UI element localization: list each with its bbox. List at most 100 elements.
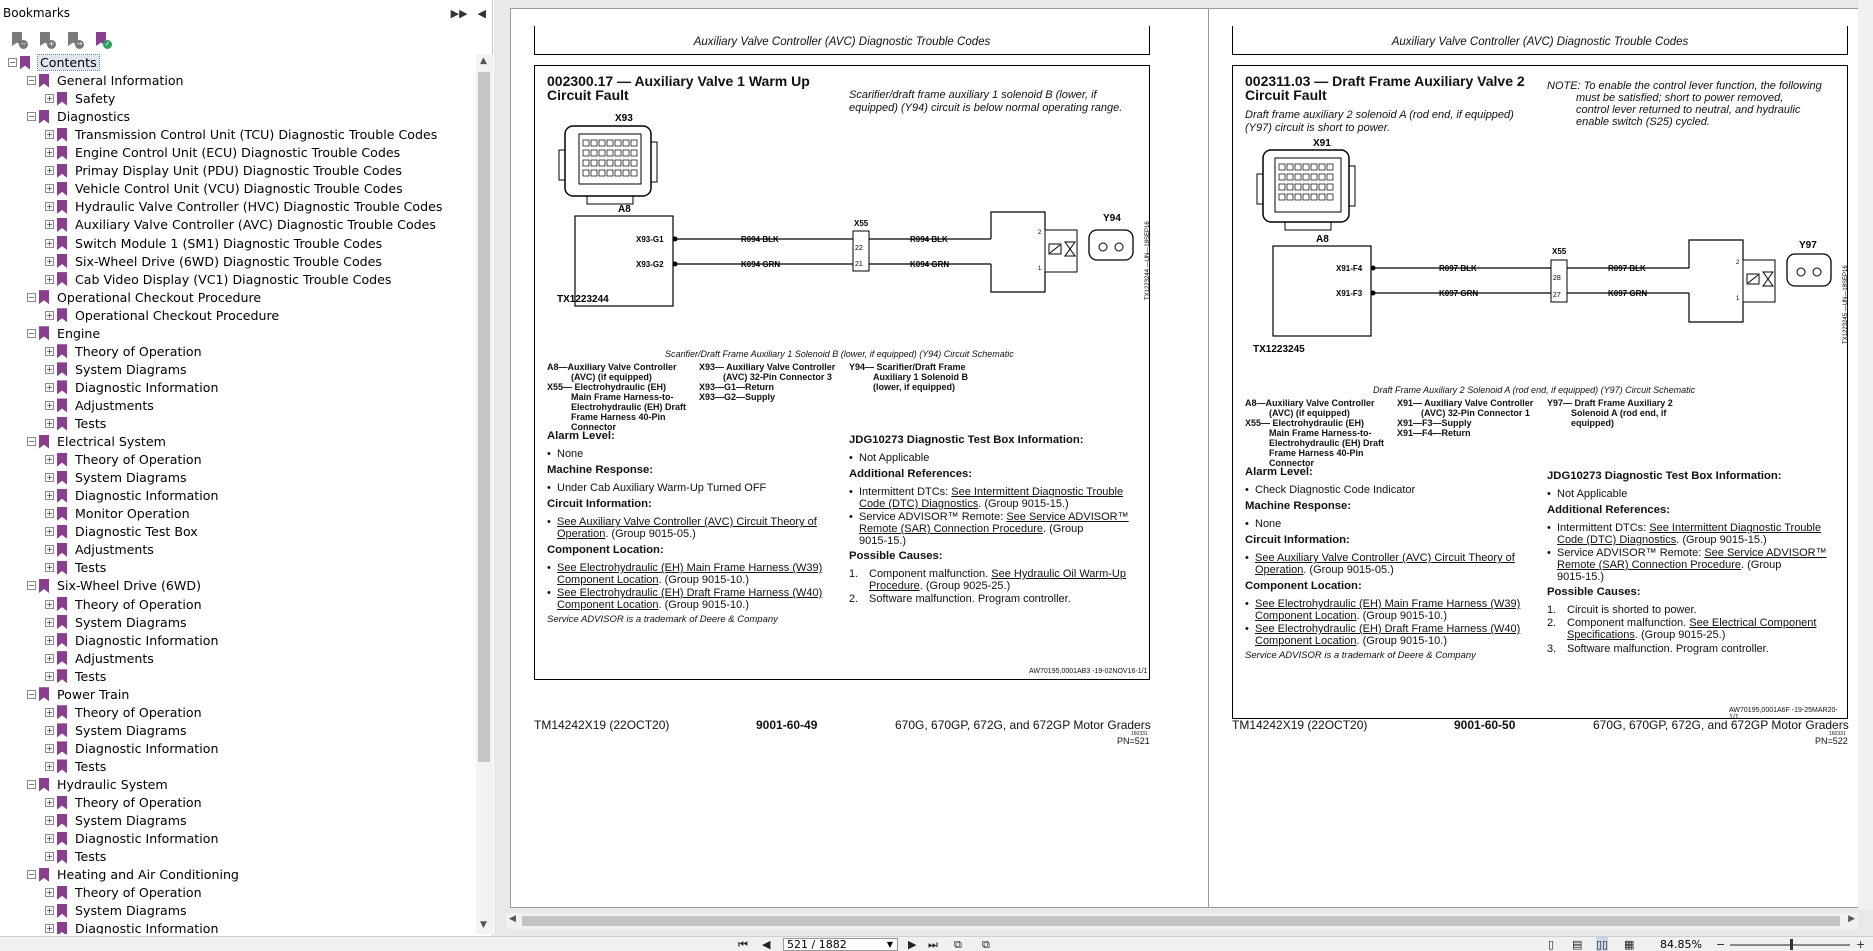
bookmark-item[interactable]: +Engine Control Unit (ECU) Diagnostic Tr… [45, 144, 400, 161]
chevron-down-icon[interactable]: ▼ [886, 940, 893, 949]
expand-icon[interactable]: + [45, 888, 54, 898]
zoom-slider-handle[interactable] [1790, 939, 1793, 950]
specifications-link-2[interactable]: Specifications [1567, 629, 1635, 641]
expand-icon[interactable]: + [45, 473, 54, 483]
bookmark-item[interactable]: +System Diagrams [45, 812, 187, 829]
bookmark-item[interactable]: +Tests [45, 415, 106, 432]
expand-icon[interactable]: + [45, 852, 54, 862]
expand-icon[interactable]: + [45, 166, 54, 176]
circuit-theory-link-2[interactable]: Operation [1255, 564, 1304, 576]
bookmark-item[interactable]: +Adjustments [45, 650, 154, 667]
expand-icon[interactable]: + [45, 761, 54, 771]
bookmark-item[interactable]: +Hydraulic Valve Controller (HVC) Diagno… [45, 198, 442, 215]
expand-icon[interactable]: + [45, 364, 54, 374]
first-page-icon[interactable]: ⏮ [738, 938, 748, 951]
forward-view-icon[interactable]: ⧉ [982, 938, 990, 951]
bookmark-item[interactable]: +Tests [45, 848, 106, 865]
bookmark-item[interactable]: −Engine [27, 325, 100, 342]
circuit-theory-link-2[interactable]: Operation [557, 528, 606, 540]
scroll-down-icon[interactable]: ▼ [480, 920, 487, 930]
main-harness-link[interactable]: See Electrohydraulic (EH) Main Frame Har… [1255, 598, 1521, 610]
expand-icon[interactable]: + [45, 94, 54, 104]
bookmark-item[interactable]: +Diagnostic Information [45, 487, 218, 504]
bookmark-item[interactable]: +Vehicle Control Unit (VCU) Diagnostic T… [45, 180, 403, 197]
expand-icon[interactable]: + [45, 563, 54, 573]
draft-harness-link-2[interactable]: Component Location [1255, 635, 1357, 647]
scrollbar-thumb[interactable] [478, 72, 490, 762]
circuit-theory-link[interactable]: See Auxiliary Valve Controller (AVC) Cir… [1255, 552, 1515, 564]
two-page-continuous-icon[interactable]: ▦ [1624, 938, 1635, 951]
bookmark-item[interactable]: +Diagnostic Information [45, 740, 218, 757]
expand-icon[interactable]: + [45, 599, 54, 609]
bookmark-item[interactable]: +Diagnostic Information [45, 379, 218, 396]
expand-icon[interactable]: + [45, 346, 54, 356]
main-harness-link-2[interactable]: Component Location [557, 574, 659, 586]
bookmark-item[interactable]: +Switch Module 1 (SM1) Diagnostic Troubl… [45, 235, 382, 252]
expand-icon[interactable]: + [45, 419, 54, 428]
warmup-procedure-link-2[interactable]: Procedure [869, 580, 920, 592]
collapse-icon[interactable]: − [27, 780, 36, 789]
intermittent-dtc-link[interactable]: See Intermittent Diagnostic Trouble [1649, 522, 1822, 534]
continuous-view-icon[interactable]: ▤ [1572, 938, 1583, 951]
bookmark-item[interactable]: +Auxiliary Valve Controller (AVC) Diagno… [45, 216, 436, 233]
bookmark-item[interactable]: +Diagnostic Test Box [45, 523, 198, 540]
bookmark-item[interactable]: +Theory of Operation [45, 596, 202, 613]
expand-icon[interactable]: + [45, 653, 54, 663]
expand-icon[interactable]: + [45, 545, 54, 555]
intermittent-dtc-link-2[interactable]: Code (DTC) Diagnostics [859, 498, 979, 510]
collapse-icon[interactable]: − [27, 581, 36, 591]
bookmark-item[interactable]: +Safety [45, 90, 115, 107]
bookmark-item[interactable]: +Theory of Operation [45, 704, 202, 721]
zoom-in-icon[interactable]: + [1856, 938, 1866, 951]
draft-harness-link-2[interactable]: Component Location [557, 599, 659, 611]
intermittent-dtc-link[interactable]: See Intermittent Diagnostic Trouble [951, 486, 1124, 498]
bookmark-item[interactable]: +Diagnostic Information [45, 920, 218, 934]
bookmark-item[interactable]: +System Diagrams [45, 722, 187, 739]
expand-icon[interactable]: + [45, 707, 54, 717]
expand-icon[interactable]: + [45, 617, 54, 627]
collapse-icon[interactable]: − [27, 292, 36, 302]
expand-icon[interactable]: + [45, 310, 54, 320]
expand-icon[interactable]: + [45, 202, 54, 212]
bookmark-item[interactable]: −Power Train [27, 686, 129, 703]
collapse-icon[interactable]: − [27, 112, 36, 122]
expand-icon[interactable]: + [45, 725, 54, 735]
bookmark-item[interactable]: +Tests [45, 559, 106, 576]
draft-harness-link[interactable]: See Electrohydraulic (EH) Draft Frame Ha… [557, 587, 823, 599]
back-view-icon[interactable]: ⧉ [954, 938, 962, 951]
expand-icon[interactable]: + [45, 238, 54, 248]
sar-link[interactable]: See Service ADVISOR™ [1704, 547, 1827, 559]
bookmark-item[interactable]: −Diagnostics [27, 108, 130, 125]
expand-icon[interactable]: + [45, 256, 54, 266]
bookmark-item[interactable]: +Theory of Operation [45, 343, 202, 360]
bookmark-item[interactable]: +System Diagrams [45, 614, 187, 631]
collapse-icon[interactable]: − [27, 76, 36, 86]
bookmark-item[interactable]: +Theory of Operation [45, 884, 202, 901]
bookmark-item[interactable]: +Diagnostic Information [45, 830, 218, 847]
collapse-icon[interactable]: − [8, 58, 17, 67]
circuit-theory-link[interactable]: See Auxiliary Valve Controller (AVC) Cir… [557, 516, 817, 528]
single-page-view-icon[interactable]: ▯ [1548, 938, 1555, 951]
sar-link-2[interactable]: Remote (SAR) Connection Procedure [859, 523, 1044, 535]
bookmark-item[interactable]: −Electrical System [27, 433, 166, 450]
expand-icon[interactable]: + [45, 400, 54, 410]
expand-icon[interactable]: + [45, 798, 54, 808]
bookmark-item[interactable]: +Transmission Control Unit (TCU) Diagnos… [45, 126, 437, 143]
bookmark-item[interactable]: +System Diagrams [45, 469, 187, 486]
specifications-link[interactable]: See Electrical Component [1689, 617, 1817, 629]
scroll-left-icon[interactable]: ◀ [509, 914, 516, 924]
intermittent-dtc-link-2[interactable]: Code (DTC) Diagnostics [1557, 534, 1677, 546]
bookmark-item[interactable]: +Adjustments [45, 541, 154, 558]
expand-icon[interactable]: + [45, 130, 54, 140]
warmup-procedure-link[interactable]: See Hydraulic Oil Warm-Up [991, 568, 1126, 580]
bookmark-item[interactable]: +Diagnostic Information [45, 632, 218, 649]
bookmark-item[interactable]: +System Diagrams [45, 361, 187, 378]
bookmarks-scrollbar[interactable]: ▲ ▼ [476, 54, 493, 934]
bookmark-item[interactable]: +Cab Video Display (VC1) Diagnostic Trou… [45, 271, 391, 288]
viewer-horizontal-scrollbar[interactable]: ◀ ▶ [506, 913, 1858, 929]
main-harness-link[interactable]: See Electrohydraulic (EH) Main Frame Har… [557, 562, 823, 574]
expand-icon[interactable]: + [45, 184, 54, 194]
bookmark-item[interactable]: +Tests [45, 668, 106, 685]
expand-bookmark-icon[interactable]: − [10, 31, 28, 49]
expand-icon[interactable]: + [45, 743, 54, 753]
